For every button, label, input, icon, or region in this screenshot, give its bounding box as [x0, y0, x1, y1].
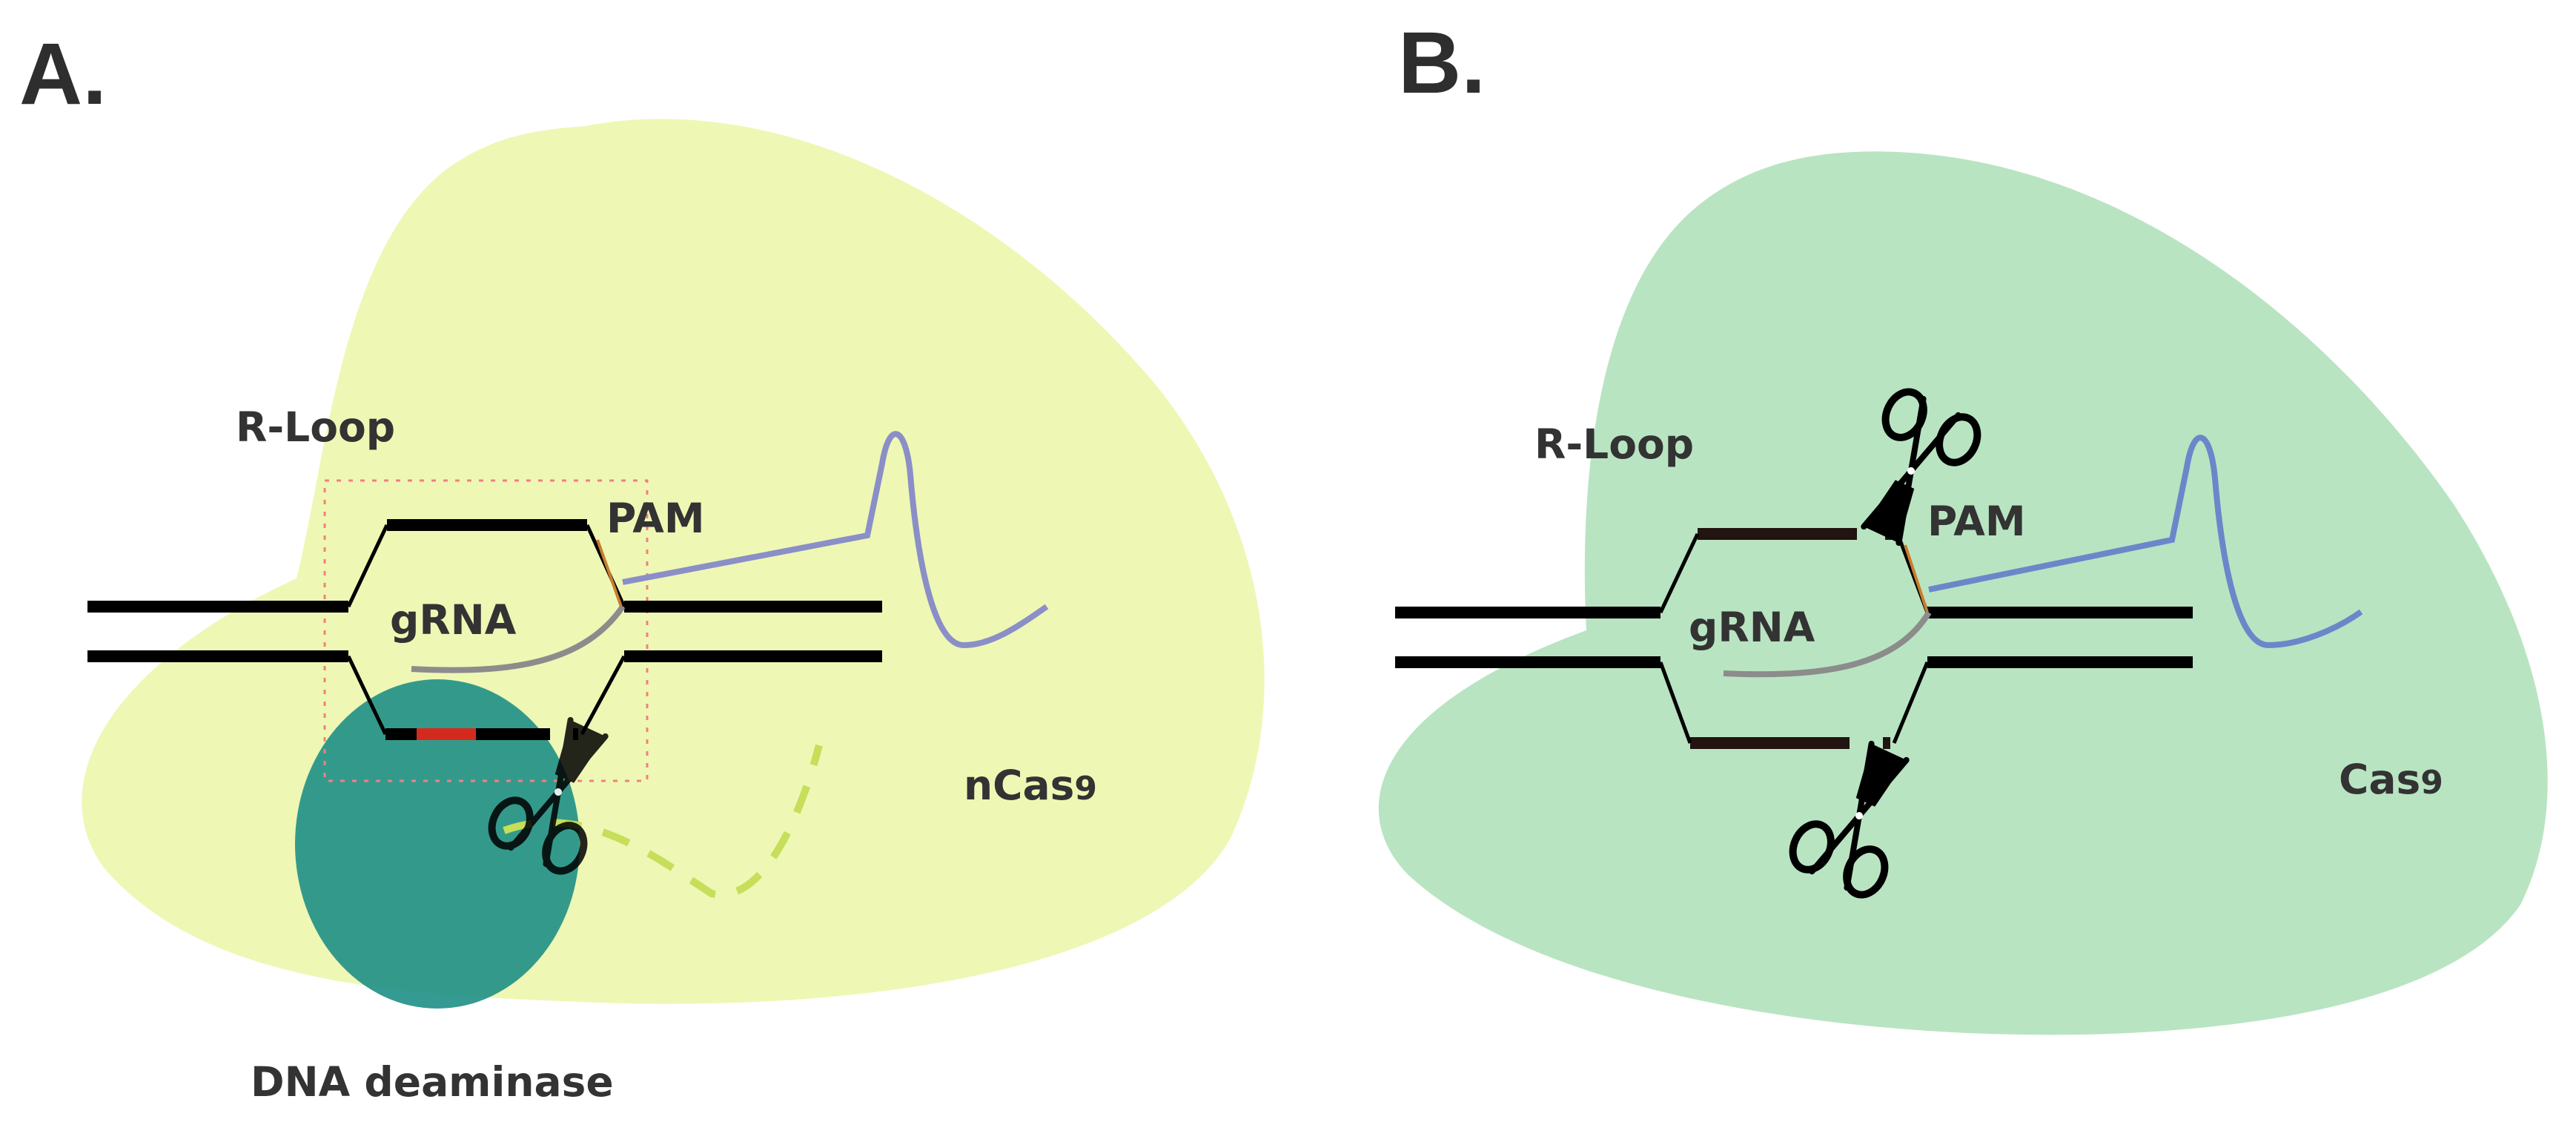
ncas9-label-suffix: 9 [1074, 770, 1097, 808]
dna-deaminase-blob [295, 679, 580, 1009]
panel-a-r-loop-label: R-Loop [236, 403, 395, 451]
panel-b-r-loop-label: R-Loop [1534, 420, 1694, 468]
panel-a-grna-label: gRNA [390, 596, 517, 644]
panel-b-pam-label: PAM [1927, 498, 2026, 545]
dna-duplex [87, 519, 882, 740]
panel-a: A. R-Loop PAM gRNA [19, 25, 1265, 1106]
grna-strand [411, 604, 626, 673]
cas9-label-suffix: 9 [2420, 764, 2443, 802]
panel-b-letter: B. [1398, 14, 1486, 112]
r-loop-box [323, 479, 649, 782]
dna-deaminase-label: DNA deaminase [251, 1058, 614, 1106]
grna-scaffold-b [1928, 435, 2363, 649]
grna-strand-b [1723, 610, 1932, 678]
pam-link-b [1904, 544, 1929, 613]
panel-a-letter: A. [19, 25, 107, 123]
dna-bends-b [1658, 532, 1930, 744]
panel-a-pam-label: PAM [606, 495, 705, 542]
panel-b-grna-label: gRNA [1689, 604, 1815, 651]
panel-b: B. R-Loop PAM gRNA [1378, 14, 2548, 1035]
cas9-label: Cas9 [2339, 756, 2443, 803]
cas9-body [1378, 151, 2548, 1035]
edited-base [417, 728, 476, 740]
ncas9-label: nCas9 [964, 762, 1097, 809]
grna-scaffold [622, 431, 1049, 649]
ncas9-label-main: nCas [964, 762, 1074, 809]
ncas9-body [82, 119, 1265, 1004]
cas9-label-main: Cas [2339, 756, 2420, 803]
pam-link [596, 539, 623, 607]
